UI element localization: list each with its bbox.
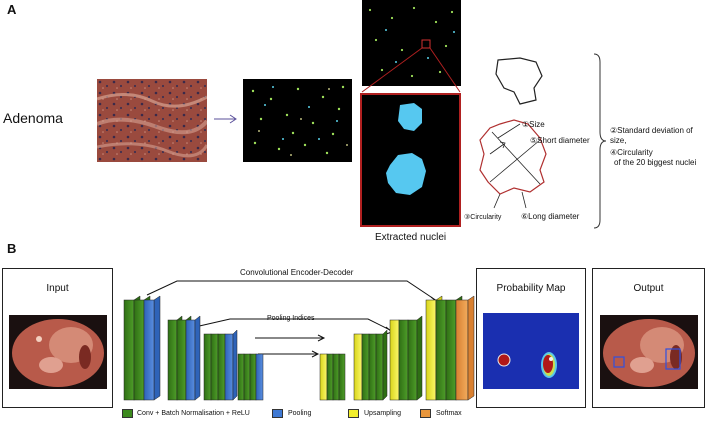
legend: Conv + Batch Normalisation + ReLU Poolin…: [122, 408, 492, 420]
annotation-std-dev: ②Standard deviation of size,: [610, 126, 693, 145]
endoscopy-input-image: [9, 315, 107, 389]
probability-map-box: Probability Map: [476, 268, 586, 408]
legend-label-pooling: Pooling: [288, 410, 312, 417]
input-box: Input: [2, 268, 113, 408]
legend-label-upsampling: Upsampling: [364, 410, 401, 417]
endoscopy-output-image: [600, 315, 698, 389]
legend-swatch-softmax: [420, 409, 431, 418]
output-box: Output: [592, 268, 705, 408]
annotation-short-diameter: ⑤Short diameter: [530, 136, 590, 145]
legend-swatch-pooling: [272, 409, 283, 418]
zoom-lines: [361, 47, 461, 93]
nucleus-shape-outline: [495, 57, 543, 105]
adenoma-label: Adenoma: [3, 110, 63, 126]
panel-a-letter: A: [7, 2, 17, 17]
output-title: Output: [633, 283, 664, 294]
nucleus-measurement-diagram: [479, 119, 547, 209]
skip-connections: [146, 280, 439, 358]
legend-label-conv: Conv + Batch Normalisation + ReLU: [137, 410, 250, 417]
extracted-nuclei-caption: Extracted nuclei: [375, 232, 447, 243]
network-title: Convolutional Encoder-Decoder: [240, 268, 354, 277]
pooling-indices-label: Pooling Indices: [267, 315, 315, 322]
legend-label-softmax: Softmax: [436, 410, 462, 417]
legend-swatch-conv: [122, 409, 133, 418]
annotation-circularity: ③Circularity: [464, 214, 502, 221]
arrow-icon: [214, 114, 237, 124]
annotation-circularity-biggest-1: ④Circularity: [610, 148, 653, 157]
annotation-size: ①Size: [522, 120, 545, 129]
input-title: Input: [46, 283, 69, 294]
histology-image: [96, 79, 209, 162]
bracket: [593, 53, 607, 229]
probability-map-image: [483, 313, 579, 389]
probability-map-title: Probability Map: [496, 283, 566, 294]
annotation-long-diameter: ⑥Long diameter: [521, 212, 580, 221]
legend-swatch-upsampling: [348, 409, 359, 418]
extracted-nuclei-image: [360, 93, 461, 227]
panel-b-letter: B: [7, 241, 17, 256]
leader-lines: [497, 123, 521, 139]
nuclei-segmentation-image: [243, 79, 352, 162]
annotation-circularity-biggest-2: of the 20 biggest nuclei: [614, 158, 697, 167]
nuclei-overview-image: [362, 0, 461, 86]
encoder-decoder-layers: [123, 295, 475, 401]
